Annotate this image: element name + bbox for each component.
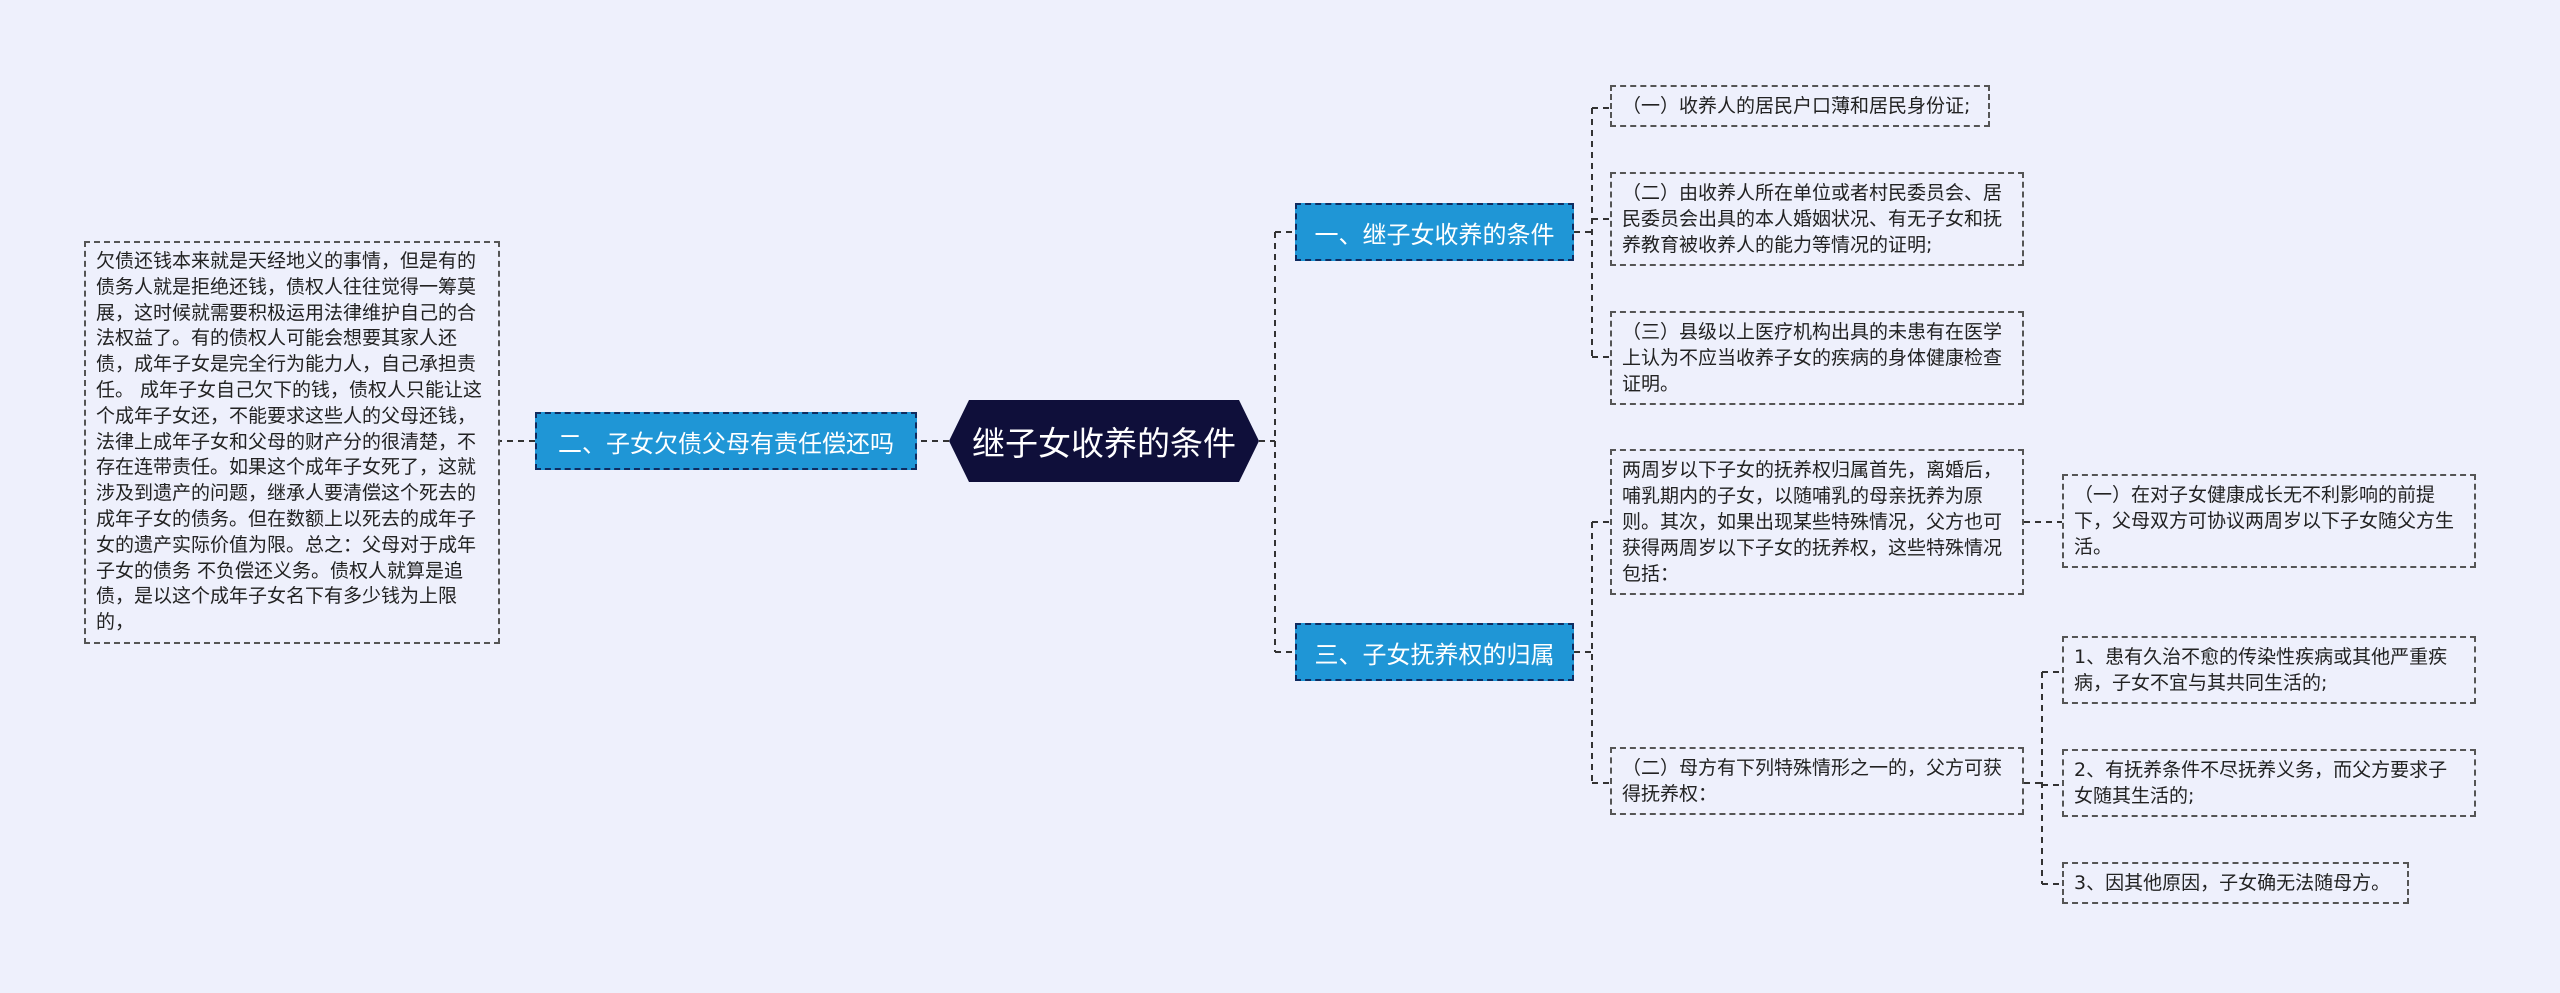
leaf-b1-item-2[interactable]: （二）由收养人所在单位或者村民委员会、居民委员会出具的本人婚姻状况、有无子女和抚… — [1610, 172, 2024, 266]
branch-custody[interactable]: 三、子女抚养权的归属 — [1295, 623, 1574, 681]
branch-adoption-conditions[interactable]: 一、继子女收养的条件 — [1295, 203, 1574, 261]
leaf-b1-item-3[interactable]: （三）县级以上医疗机构出具的未患有在医学上认为不应当收养子女的疾病的身体健康检查… — [1610, 311, 2024, 405]
root-node[interactable]: 继子女收养的条件 — [949, 400, 1259, 482]
leaf-custody-under-two[interactable]: 两周岁以下子女的抚养权归属首先，离婚后，哺乳期内的子女，以随哺乳的母亲抚养为原则… — [1610, 449, 2024, 595]
leaf-custody-mother-conditions[interactable]: （二）母方有下列特殊情形之一的，父方可获得抚养权： — [1610, 747, 2024, 815]
leaf-mother-condition-1[interactable]: 1、患有久治不愈的传染性疾病或其他严重疾病，子女不宜与其共同生活的; — [2062, 636, 2476, 704]
leaf-child-debt-text[interactable]: 欠债还钱本来就是天经地义的事情，但是有的债务人就是拒绝还钱，债权人往往觉得一筹莫… — [84, 241, 500, 644]
leaf-mother-condition-2[interactable]: 2、有抚养条件不尽抚养义务，而父方要求子女随其生活的; — [2062, 749, 2476, 817]
leaf-mother-condition-3[interactable]: 3、因其他原因，子女确无法随母方。 — [2062, 862, 2409, 904]
leaf-custody-under-two-sub[interactable]: （一）在对子女健康成长无不利影响的前提下，父母双方可协议两周岁以下子女随父方生活… — [2062, 474, 2476, 568]
leaf-b1-item-1[interactable]: （一）收养人的居民户口薄和居民身份证; — [1610, 85, 1990, 127]
branch-child-debt[interactable]: 二、子女欠债父母有责任偿还吗 — [535, 412, 917, 470]
